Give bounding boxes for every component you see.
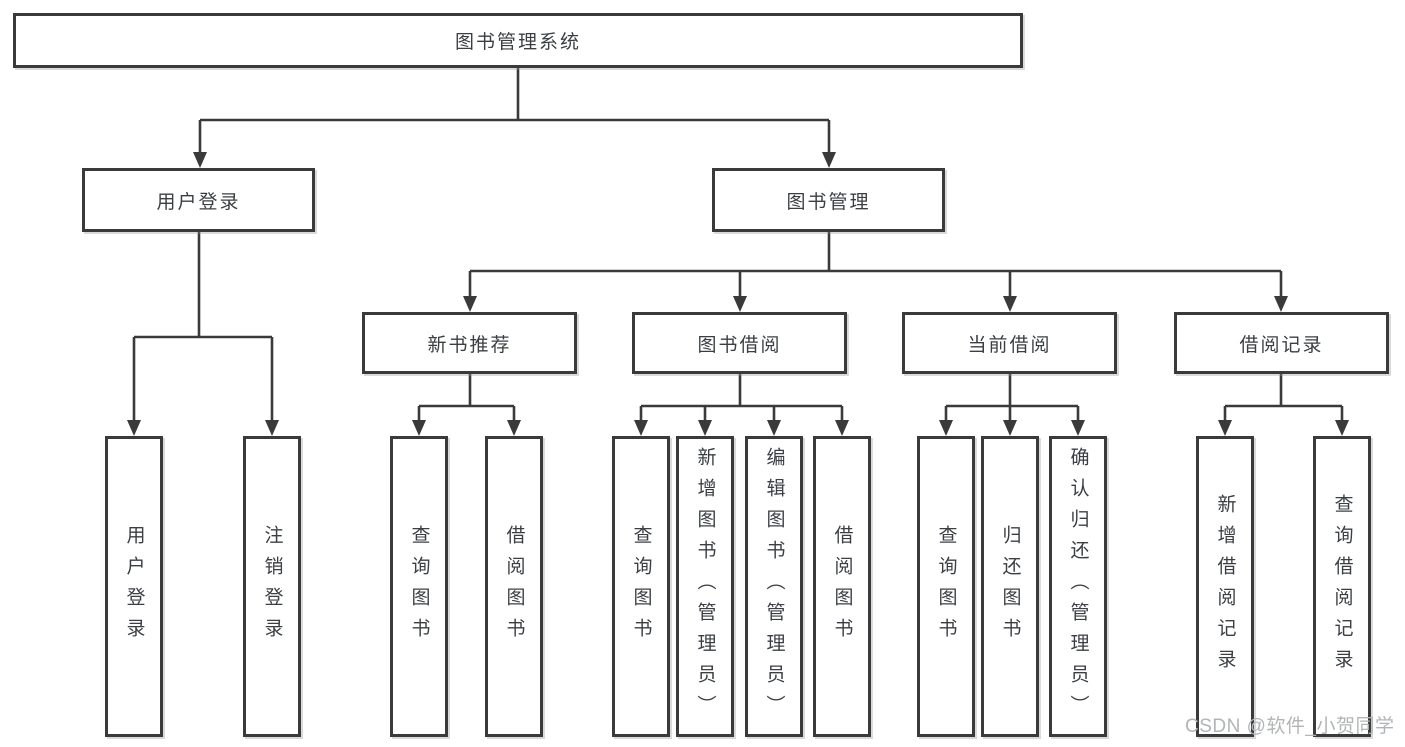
node-label: 借阅图书 [503, 524, 525, 649]
node-label: 图书借阅 [697, 334, 782, 356]
node-label: 借阅图书 [831, 524, 853, 649]
node-current-borrowing: 当前借阅 [902, 312, 1117, 374]
node-label: 图书管理系统 [454, 32, 581, 53]
leaf-query-books-3: 查询图书 [917, 436, 975, 737]
node-label: 查询图书 [935, 524, 957, 649]
node-label: 编辑图书（管理员） [763, 447, 785, 726]
node-new-book-recommend: 新书推荐 [362, 312, 577, 374]
node-label: 注销登录 [261, 524, 283, 649]
leaf-user-login: 用户登录 [105, 436, 163, 737]
node-label: 查询借阅记录 [1331, 493, 1353, 680]
node-user-login: 用户登录 [82, 168, 315, 232]
node-book-borrowing: 图书借阅 [632, 312, 847, 374]
node-label: 新增借阅记录 [1214, 493, 1236, 680]
node-label: 用户登录 [123, 524, 145, 649]
leaf-logout: 注销登录 [243, 436, 301, 737]
node-book-management: 图书管理 [712, 168, 945, 232]
node-label: 当前借阅 [967, 334, 1052, 356]
leaf-query-books-2: 查询图书 [612, 436, 670, 737]
node-library-management-system: 图书管理系统 [13, 13, 1023, 68]
node-label: 查询图书 [408, 524, 430, 649]
leaf-query-borrow-record: 查询借阅记录 [1313, 436, 1371, 737]
node-label: 确认归还（管理员） [1067, 447, 1089, 726]
node-borrowing-records: 借阅记录 [1174, 312, 1389, 374]
leaf-edit-book-admin: 编辑图书（管理员） [745, 436, 803, 737]
node-label: 图书管理 [786, 191, 871, 213]
leaf-query-books-1: 查询图书 [390, 436, 448, 737]
node-label: 借阅记录 [1239, 334, 1324, 356]
node-label: 新书推荐 [427, 334, 512, 356]
node-label: 新增图书（管理员） [694, 447, 716, 726]
leaf-borrow-books-1: 借阅图书 [485, 436, 543, 737]
node-label: 用户登录 [156, 191, 241, 213]
node-label: 归还图书 [999, 524, 1021, 649]
leaf-borrow-books-2: 借阅图书 [813, 436, 871, 737]
leaf-add-borrow-record: 新增借阅记录 [1196, 436, 1254, 737]
node-label: 查询图书 [630, 524, 652, 649]
leaf-add-book-admin: 新增图书（管理员） [676, 436, 734, 737]
csdn-watermark: CSDN @软件_小贺同学 [1185, 716, 1395, 737]
leaf-return-books: 归还图书 [981, 436, 1039, 737]
leaf-confirm-return-admin: 确认归还（管理员） [1049, 436, 1107, 737]
